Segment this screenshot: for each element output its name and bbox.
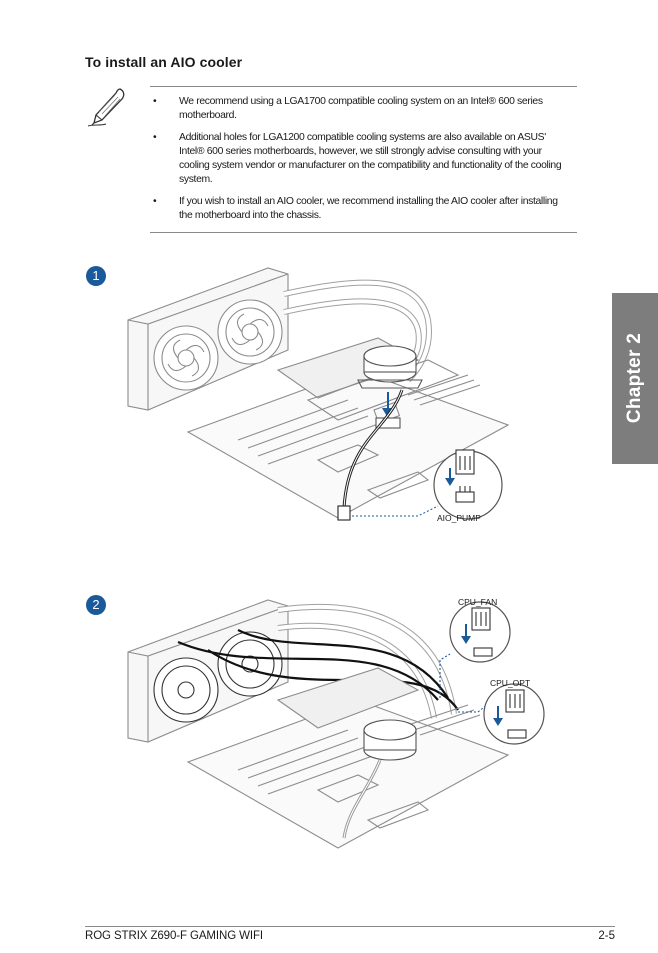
motherboard-icon	[186, 667, 510, 849]
note-text: We recommend using a LGA1700 compatible …	[179, 96, 543, 121]
chapter-tab: Chapter 2	[612, 293, 658, 464]
aio-pump-label: AIO_PUMP	[437, 513, 481, 523]
section-title: To install an AIO cooler	[85, 54, 243, 70]
notes-list: • We recommend using a LGA1700 compatible…	[153, 95, 573, 231]
note-text: If you wish to install an AIO cooler, we…	[179, 196, 558, 221]
chapter-tab-label: Chapter 2	[624, 332, 645, 424]
note-item: • We recommend using a LGA1700 compatible…	[153, 95, 573, 123]
footer-page-number: 2-5	[598, 930, 615, 942]
pump-icon	[363, 719, 417, 761]
footer-product-name: ROG STRIX Z690-F GAMING WIFI	[85, 930, 264, 942]
cpu-opt-label: CPU_OPT	[490, 678, 531, 688]
step-2-badge: 2	[86, 595, 106, 615]
cpu-opt-callout-icon	[483, 683, 545, 745]
step-2-illustration	[127, 599, 545, 849]
note-item: • Additional holes for LGA1200 compatible…	[153, 131, 573, 187]
note-bullet: •	[153, 196, 157, 207]
note-item: • If you wish to install an AIO cooler, w…	[153, 195, 573, 223]
note-bullet: •	[153, 96, 157, 107]
radiator-icon	[127, 599, 289, 743]
footer-divider	[85, 926, 615, 927]
step-1-illustration	[127, 267, 510, 521]
pump-icon	[357, 345, 423, 389]
radiator-icon	[127, 267, 289, 411]
note-text: Additional holes for LGA1200 compatible …	[179, 132, 562, 185]
note-divider-top	[150, 86, 577, 87]
note-divider-bottom	[150, 232, 577, 233]
pen-note-icon	[87, 88, 125, 127]
cpu-fan-callout-icon	[449, 601, 511, 663]
note-bullet: •	[153, 132, 157, 143]
cpu-fan-label: CPU_FAN	[458, 597, 498, 607]
step-1-badge: 1	[86, 266, 106, 286]
